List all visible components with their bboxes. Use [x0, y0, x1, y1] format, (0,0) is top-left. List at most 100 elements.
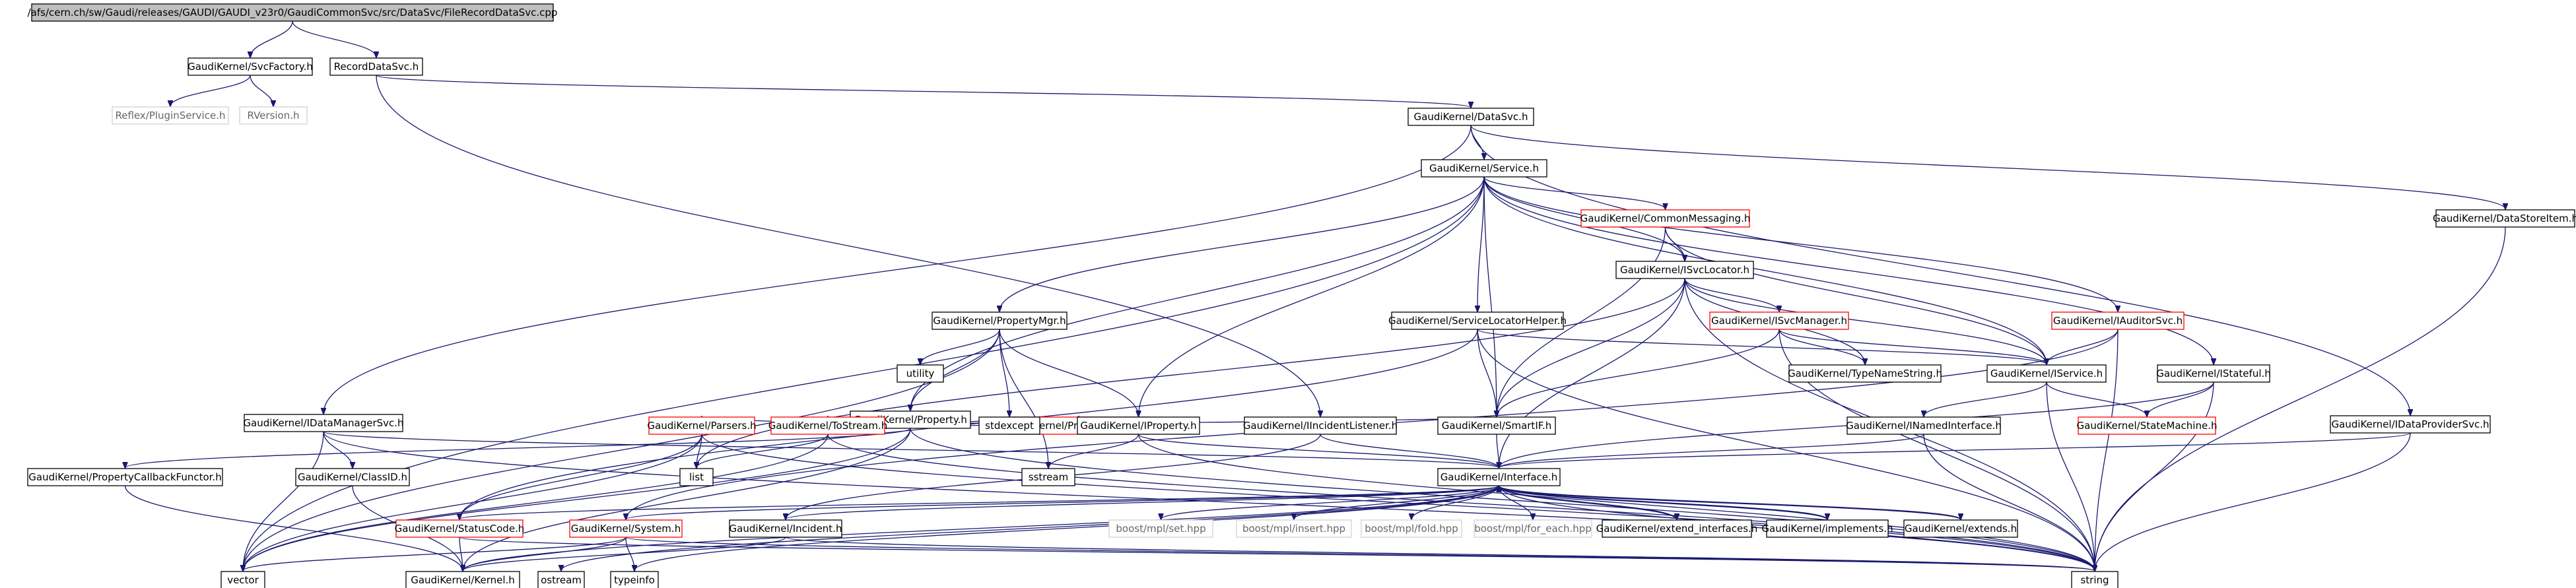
- node-idataprovidersvc[interactable]: GaudiKernel/IDataProviderSvc.h: [2330, 415, 2491, 434]
- node-extends[interactable]: GaudiKernel/extends.h: [1903, 519, 2018, 538]
- node-box: [2435, 209, 2575, 228]
- node-interface[interactable]: GaudiKernel/Interface.h: [1437, 468, 1561, 486]
- node-box: [1437, 416, 1556, 435]
- node-tostream[interactable]: GaudiKernel/ToStream.h: [768, 416, 888, 435]
- include-edge-iproperty-to-interface: [1137, 434, 1499, 468]
- include-edge-parsers-to-statuscode: [459, 434, 702, 519]
- node-classid[interactable]: GaudiKernel/ClassID.h: [295, 468, 410, 486]
- node-inamedinterface[interactable]: GaudiKernel/INamedInterface.h: [1846, 416, 2002, 435]
- include-edge-service-to-istateful: [1483, 176, 2214, 364]
- include-edge-service-to-commonmessaging: [1483, 176, 1666, 209]
- node-kernel[interactable]: GaudiKernel/Kernel.h: [405, 571, 520, 588]
- node-svcfactory[interactable]: GaudiKernel/SvcFactory.h: [187, 57, 313, 76]
- node-label: GaudiKernel/Interface.h: [1441, 471, 1558, 483]
- node-ostream[interactable]: ostream: [537, 571, 585, 588]
- node-vector[interactable]: vector: [220, 571, 265, 588]
- node-implements[interactable]: GaudiKernel/implements.h: [1761, 519, 1893, 538]
- node-commonmessaging[interactable]: GaudiKernel/CommonMessaging.h: [1580, 209, 1751, 228]
- node-mplinsert: boost/mpl/insert.hpp: [1236, 519, 1352, 538]
- node-box: [187, 57, 313, 76]
- node-datasvc[interactable]: GaudiKernel/DataSvc.h: [1407, 108, 1534, 126]
- node-iproperty[interactable]: GaudiKernel/IProperty.h: [1077, 416, 1200, 435]
- include-edge-iauditorsvc-to-iservice: [2047, 329, 2118, 364]
- node-box: [220, 571, 265, 588]
- node-isvcmanager[interactable]: GaudiKernel/ISvcManager.h: [1709, 311, 1849, 330]
- node-label: GaudiKernel/StatusCode.h: [395, 523, 525, 535]
- node-label: list: [689, 471, 704, 483]
- node-iincidentlistener[interactable]: GaudiKernel/IIncidentListener.h: [1243, 416, 1398, 435]
- include-edge-isvclocator-to-list: [696, 278, 1685, 468]
- node-istateful[interactable]: GaudiKernel/IStateful.h: [2156, 364, 2271, 383]
- include-edge-svcfactory-to-reflexplugin: [170, 75, 251, 106]
- include-edge-tostream-to-vector: [243, 434, 829, 571]
- node-list[interactable]: list: [679, 468, 714, 486]
- node-smartif[interactable]: GaudiKernel/SmartIF.h: [1437, 416, 1556, 435]
- include-edge-service-to-propertymgr: [1000, 176, 1485, 311]
- node-stdexcept[interactable]: stdexcept: [978, 416, 1040, 435]
- node-label: GaudiKernel/IIncidentListener.h: [1243, 420, 1398, 432]
- node-label: GaudiKernel/Service.h: [1429, 162, 1539, 174]
- node-propertymgr[interactable]: GaudiKernel/PropertyMgr.h: [932, 311, 1068, 330]
- node-label: GaudiKernel/SvcFactory.h: [187, 61, 313, 73]
- node-datastoreitem[interactable]: GaudiKernel/DataStoreItem.h: [2433, 209, 2576, 228]
- node-box: [537, 571, 585, 588]
- node-isvclocator[interactable]: GaudiKernel/ISvcLocator.h: [1615, 261, 1754, 279]
- node-label: GaudiKernel/ServiceLocatorHelper.h: [1388, 315, 1567, 327]
- node-typenamestring[interactable]: GaudiKernel/TypeNameString.h: [1788, 364, 1942, 383]
- node-statuscode[interactable]: GaudiKernel/StatusCode.h: [395, 519, 525, 538]
- include-edge-service-to-iservice: [1483, 176, 2047, 364]
- node-box: [897, 364, 944, 383]
- node-iservice[interactable]: GaudiKernel/IService.h: [1986, 364, 2107, 383]
- node-box: [244, 414, 403, 432]
- node-system[interactable]: GaudiKernel/System.h: [569, 519, 683, 538]
- node-box: [2078, 416, 2216, 435]
- node-string[interactable]: string: [2071, 571, 2118, 588]
- node-label: GaudiKernel/DataSvc.h: [1414, 111, 1528, 123]
- node-label: GaudiKernel/extends.h: [1905, 523, 2017, 535]
- include-edge-iservice-to-inamedinterface: [1924, 381, 2047, 416]
- node-typeinfo[interactable]: typeinfo: [610, 571, 659, 588]
- include-edge-interface-to-ostream: [561, 485, 1500, 571]
- node-label: GaudiKernel/IProperty.h: [1080, 420, 1196, 432]
- node-label: boost/mpl/insert.hpp: [1242, 523, 1345, 535]
- node-box: [1766, 519, 1889, 538]
- node-propertycallbackfunctor[interactable]: GaudiKernel/PropertyCallbackFunctor.h: [27, 468, 223, 486]
- node-reflexplugin: Reflex/PluginService.h: [112, 106, 229, 125]
- include-edge-service-to-iauditorsvc: [1483, 176, 2118, 311]
- node-box: [395, 519, 524, 538]
- node-box: [932, 311, 1068, 330]
- include-edge-servicelocatorhelper-to-iservice: [1477, 329, 2047, 364]
- include-edge-servicelocatorhelper-to-smartif: [1477, 329, 1497, 416]
- node-label: typeinfo: [614, 574, 655, 586]
- node-label: boost/mpl/fold.hpp: [1365, 523, 1458, 535]
- node-label: utility: [906, 368, 935, 379]
- node-incident[interactable]: GaudiKernel/Incident.h: [729, 519, 842, 538]
- include-edge-iservice-to-string: [2046, 381, 2095, 571]
- node-statemachine[interactable]: GaudiKernel/StateMachine.h: [2077, 416, 2218, 435]
- node-root[interactable]: /afs/cern.ch/sw/Gaudi/releases/GAUDI/GAU…: [28, 3, 558, 22]
- node-servicelocatorhelper[interactable]: GaudiKernel/ServiceLocatorHelper.h: [1388, 311, 1567, 330]
- node-extendinterfaces[interactable]: GaudiKernel/extend_interfaces.h: [1596, 519, 1758, 538]
- node-recorddatasvc[interactable]: RecordDataSvc.h: [329, 57, 423, 76]
- node-mplset: boost/mpl/set.hpp: [1108, 519, 1213, 538]
- include-edge-extendinterfaces-to-interface: [1499, 486, 1678, 521]
- node-label: GaudiKernel/ISvcLocator.h: [1620, 264, 1749, 276]
- node-box: [1391, 311, 1564, 330]
- node-service[interactable]: GaudiKernel/Service.h: [1421, 159, 1547, 178]
- include-edge-iincidentlistener-to-interface: [1320, 434, 1499, 468]
- node-utility[interactable]: utility: [897, 364, 944, 383]
- node-label: GaudiKernel/DataStoreItem.h: [2433, 212, 2576, 224]
- node-box: [2071, 571, 2118, 588]
- node-parsers[interactable]: GaudiKernel/Parsers.h: [647, 416, 757, 435]
- node-label: GaudiKernel/PropertyMgr.h: [933, 315, 1066, 327]
- node-idatamanagersvc[interactable]: GaudiKernel/IDataManagerSvc.h: [243, 414, 404, 432]
- node-sstream[interactable]: sstream: [1021, 468, 1075, 486]
- node-iauditorsvc[interactable]: GaudiKernel/IAuditorSvc.h: [2051, 311, 2185, 330]
- node-label: stdexcept: [985, 420, 1034, 432]
- node-label: GaudiKernel/StateMachine.h: [2077, 420, 2218, 432]
- node-box: [569, 519, 683, 538]
- include-edge-property-to-string: [910, 428, 2095, 571]
- node-label: /afs/cern.ch/sw/Gaudi/releases/GAUDI/GAU…: [28, 7, 558, 19]
- node-box: [648, 416, 755, 435]
